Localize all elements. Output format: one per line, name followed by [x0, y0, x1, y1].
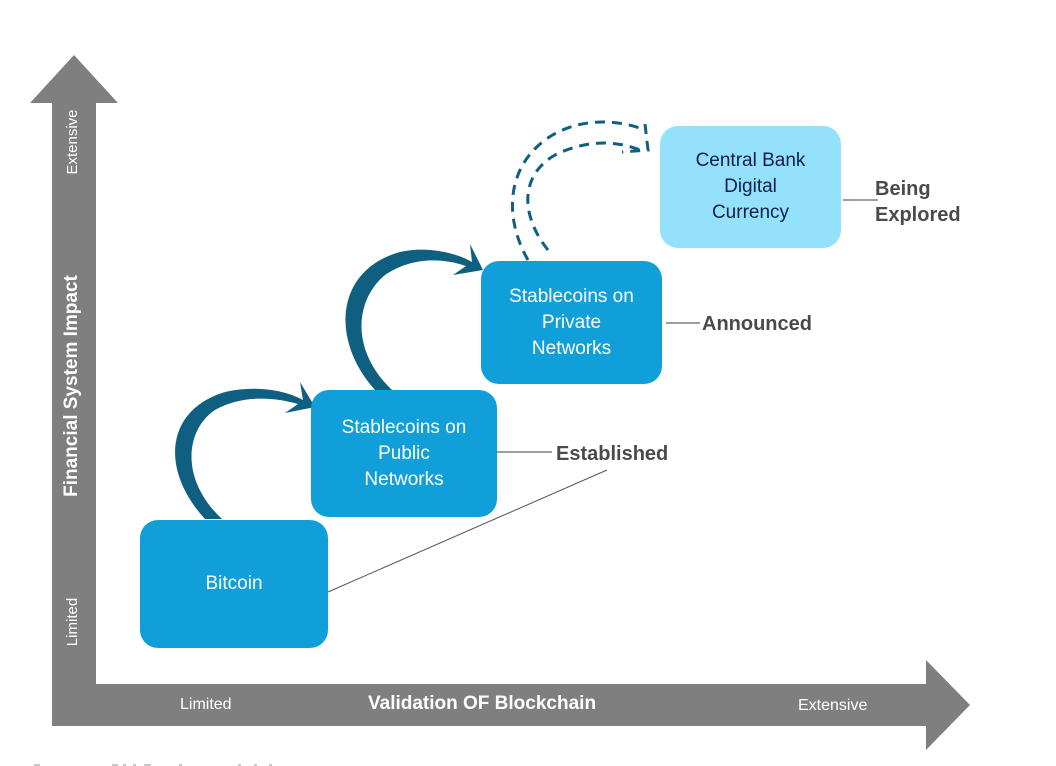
- stage-stablecoins-public: Stablecoins on Public Networks: [311, 390, 497, 517]
- y-axis-arrow: [30, 55, 118, 684]
- x-axis-arrow: [52, 660, 970, 750]
- stage-cbdc: Central Bank Digital Currency: [660, 126, 841, 248]
- y-axis-high-label: Extensive: [64, 109, 81, 175]
- progress-arrow-1: [175, 382, 315, 519]
- status-announced: Announced: [702, 313, 812, 335]
- progress-arrow-2: [345, 244, 483, 390]
- y-axis-title: Financial System Impact: [61, 275, 82, 497]
- x-axis-low-label: Limited: [180, 696, 232, 713]
- exploratory-arrow: [511, 120, 650, 261]
- connector-bitcoin-established: [327, 469, 608, 593]
- status-being-explored: Being Explored: [875, 178, 961, 226]
- source-footnote-clipped: [0, 758, 320, 766]
- stage-stablecoins-private: Stablecoins on Private Networks: [481, 261, 662, 384]
- status-established: Established: [556, 443, 669, 465]
- x-axis-title: Validation OF Blockchain: [368, 693, 597, 714]
- stage-bitcoin: Bitcoin: [140, 520, 328, 648]
- x-axis-high-label: Extensive: [798, 697, 868, 714]
- y-axis-low-label: Limited: [64, 597, 81, 647]
